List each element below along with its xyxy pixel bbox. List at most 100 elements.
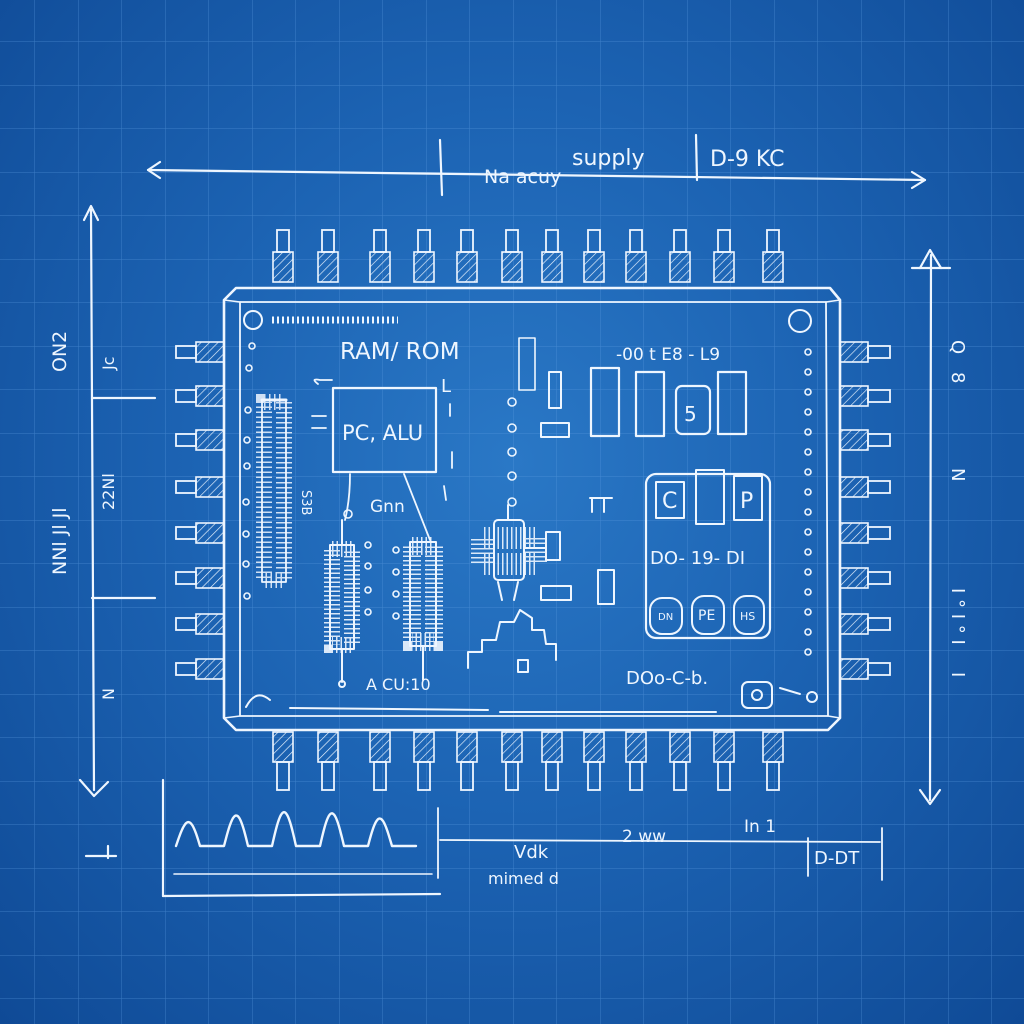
middle-dot-column	[507, 337, 536, 507]
mounting-hole-top-right	[788, 309, 812, 333]
right-dot	[804, 488, 812, 496]
left-dim-label-1: ON2	[49, 331, 71, 372]
corner-mark-bottom-left	[245, 694, 271, 708]
pin-top	[625, 229, 647, 283]
pins-left	[175, 341, 225, 680]
pin-bottom	[317, 731, 339, 791]
waveform-label-1: Vdk	[514, 842, 549, 863]
right-chip-inner	[655, 469, 763, 525]
right-dot	[804, 548, 812, 556]
left-dim-label-2: NNl Jl Jl	[49, 507, 71, 575]
right-dim-label-5: I	[947, 672, 968, 677]
pin-bottom	[272, 731, 294, 791]
top-right-label: -00 t E8 - L9	[616, 345, 720, 365]
sine-waveform	[174, 810, 418, 848]
right-chip-block	[644, 472, 772, 640]
cpu-label: PC, ALU	[342, 421, 423, 445]
pin-bottom	[369, 731, 391, 791]
waveform-panel	[161, 778, 883, 898]
left-dimension	[78, 204, 157, 860]
right-chip-buttons	[649, 595, 765, 635]
button-2-label: PE	[698, 608, 715, 624]
right-dot	[804, 588, 812, 596]
right-dot	[804, 408, 812, 416]
right-dim-label-4: I ° I ° I	[947, 588, 968, 645]
pin-bottom	[413, 731, 435, 791]
pin-right	[839, 567, 891, 589]
right-dim-label-2: 8	[947, 372, 968, 383]
stair-trace	[467, 609, 557, 669]
pin-bottom	[541, 731, 563, 791]
right-dot	[804, 388, 812, 396]
pin-left	[175, 658, 225, 680]
bottom-inner-lines	[289, 707, 717, 713]
left-dim-label-4: 22Nl	[99, 473, 118, 510]
pin-bottom	[762, 731, 784, 791]
right-dot	[804, 468, 812, 476]
right-dimension	[910, 248, 952, 806]
pin-left	[175, 567, 225, 589]
pin-bottom	[456, 731, 478, 791]
waveform-label-2: mimed d	[488, 869, 559, 888]
waveform-label-5: D-DT	[814, 848, 860, 869]
pin-right	[839, 476, 891, 498]
pins-right	[839, 341, 891, 680]
waveform-label-4: In 1	[744, 817, 776, 837]
bottom-left-label: A CU:10	[366, 675, 431, 694]
pin-bottom	[713, 731, 735, 791]
gnd-label: Gnn	[370, 497, 405, 517]
pins-top	[272, 229, 784, 283]
pin-right	[839, 522, 891, 544]
pin-top	[541, 229, 563, 283]
top-right-chips	[589, 366, 748, 438]
right-dot	[804, 448, 812, 456]
pin-top	[456, 229, 478, 283]
chip-body	[222, 286, 842, 732]
left-dot-column	[242, 342, 256, 600]
chip-c-label: C	[662, 489, 677, 514]
right-dim-label-1: Q	[947, 340, 968, 354]
right-dot	[804, 528, 812, 536]
right-dot	[804, 628, 812, 636]
chip-5-label: 5	[684, 402, 697, 426]
left-dim-label-5: N	[99, 688, 118, 700]
left-dim-label-3: Jc	[99, 356, 118, 371]
pin-left	[175, 429, 225, 451]
chip-p-label: P	[740, 489, 753, 514]
top-dim-label-right: D-9 KC	[710, 147, 784, 172]
top-dim-label-left: Na acuy	[484, 166, 561, 188]
right-dot	[804, 568, 812, 576]
resistor-pack-right	[409, 541, 437, 681]
right-chip-middle-label: DO- 19- DI	[650, 548, 745, 569]
pin-top	[317, 229, 339, 283]
top-dimension	[146, 133, 927, 197]
cpu-traces	[311, 378, 453, 541]
right-dot	[804, 348, 812, 356]
right-dot	[804, 608, 812, 616]
small-pad-1	[517, 659, 529, 673]
right-dot	[804, 648, 812, 656]
pin-bottom	[501, 731, 523, 791]
pin-top	[272, 229, 294, 283]
pin-top	[762, 229, 784, 283]
resistor-pack-left-lines	[324, 541, 360, 653]
pin-top	[669, 229, 691, 283]
pin-top	[583, 229, 605, 283]
long-connector-fill	[256, 394, 292, 588]
pin-left	[175, 476, 225, 498]
pin-bottom	[625, 731, 647, 791]
pins-bottom	[272, 731, 784, 791]
button-1-label: DN	[658, 612, 673, 623]
bottom-right-label: DOo-C-b.	[626, 668, 708, 689]
pin-bottom	[669, 731, 691, 791]
pin-top	[713, 229, 735, 283]
right-dot-column	[804, 348, 812, 656]
small-components	[540, 371, 615, 605]
memory-label: RAM/ ROM	[340, 339, 460, 365]
pin-top	[413, 229, 435, 283]
right-dim-label-3: N	[947, 468, 968, 481]
pin-top	[369, 229, 391, 283]
pin-right	[839, 341, 891, 363]
